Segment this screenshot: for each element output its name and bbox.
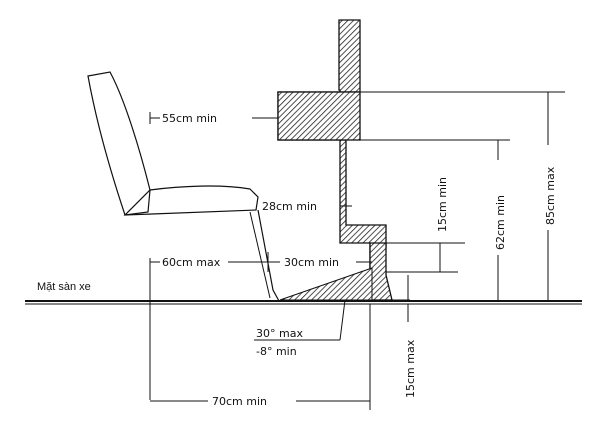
dim-85cm: [360, 91, 565, 301]
dim-55cm-label: 55cm min: [162, 112, 217, 125]
dim-55cm: [149, 112, 278, 124]
dim-30cm-label: 30cm min: [284, 256, 339, 269]
dim-15cm-max: [392, 275, 410, 322]
vehicle-floor: [25, 300, 582, 305]
seat: [87, 71, 280, 302]
dim-28cm-label: 28cm min: [262, 200, 317, 213]
angle-indicator: [254, 299, 346, 341]
dim-85cm-label: 85cm max: [544, 166, 557, 225]
dim-62cm-label: 62cm min: [494, 195, 507, 250]
dim-15cm-max-label: 15cm max: [404, 339, 417, 398]
dim-15cm-min-label: 15cm min: [436, 177, 449, 232]
floor-label: Mặt sàn xe: [37, 281, 91, 293]
dim-70cm-label: 70cm min: [212, 395, 267, 408]
dim-62cm: [360, 139, 510, 301]
dim-30cm: [267, 252, 372, 272]
dim-60cm-label: 60cm max: [162, 256, 221, 269]
dim-70cm: [150, 304, 371, 410]
dim-60cm: [149, 258, 268, 400]
dim-15cm-min: [386, 242, 465, 273]
footrest-wedge: [279, 267, 373, 301]
angle-max-label: 30° max: [256, 327, 303, 340]
angle-min-label: -8° min: [256, 345, 297, 358]
